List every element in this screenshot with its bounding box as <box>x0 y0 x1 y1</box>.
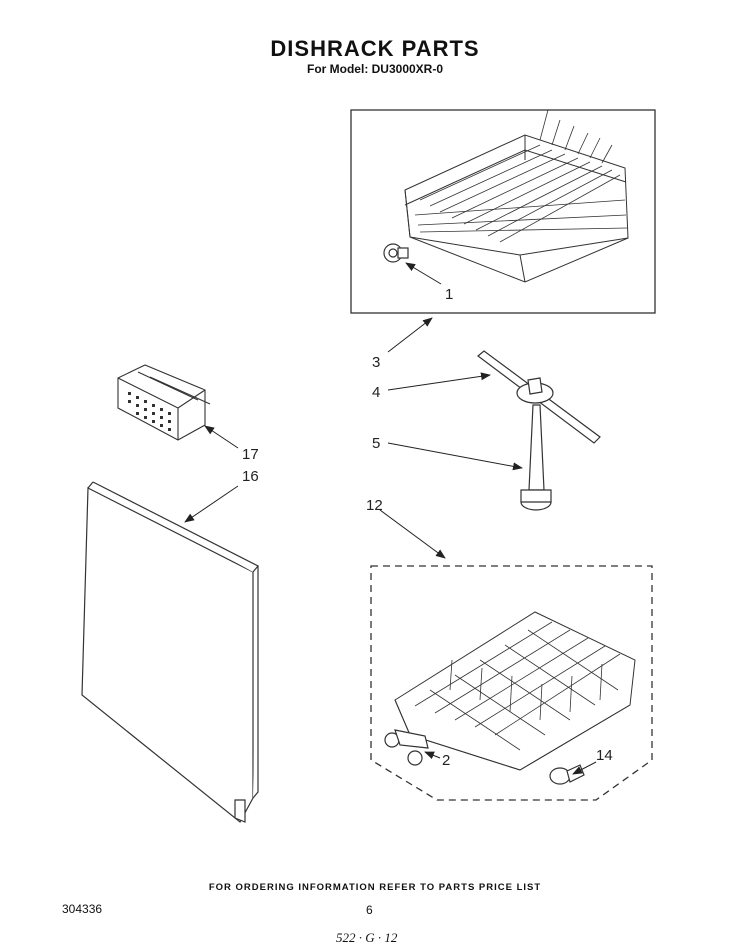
rack-stop-part-14 <box>549 764 585 785</box>
handwritten-code: 522 · G · 12 <box>336 930 398 945</box>
callout-12: 12 <box>366 497 383 514</box>
callout-1: 1 <box>445 286 453 303</box>
callout-4: 4 <box>372 384 380 401</box>
callout-17: 17 <box>242 446 259 463</box>
page-title: DISHRACK PARTS <box>270 36 480 61</box>
door-panel-part-16 <box>81 481 259 823</box>
callout-3: 3 <box>372 354 380 371</box>
leader-lines <box>184 262 597 775</box>
callout-14: 14 <box>596 747 613 764</box>
callout-5: 5 <box>372 435 380 452</box>
lower-rack-frame <box>370 565 653 801</box>
rack-wheels-part-2 <box>384 729 429 766</box>
lower-dishrack <box>394 611 636 771</box>
ordering-info-note: FOR ORDERING INFORMATION REFER TO PARTS … <box>208 882 542 893</box>
upper-rack-frame <box>350 109 656 314</box>
page-number: 6 <box>366 903 373 917</box>
callout-16: 16 <box>242 468 259 485</box>
rack-roller-part-1 <box>383 243 409 263</box>
upper-dishrack <box>404 109 629 283</box>
callout-2: 2 <box>442 752 450 769</box>
spray-arm-part-4 <box>477 350 601 444</box>
spray-tube-part-5 <box>520 404 552 511</box>
document-number: 304336 <box>62 902 103 916</box>
model-subtitle: For Model: DU3000XR-0 <box>306 62 444 76</box>
silverware-basket-part-17 <box>117 364 211 441</box>
